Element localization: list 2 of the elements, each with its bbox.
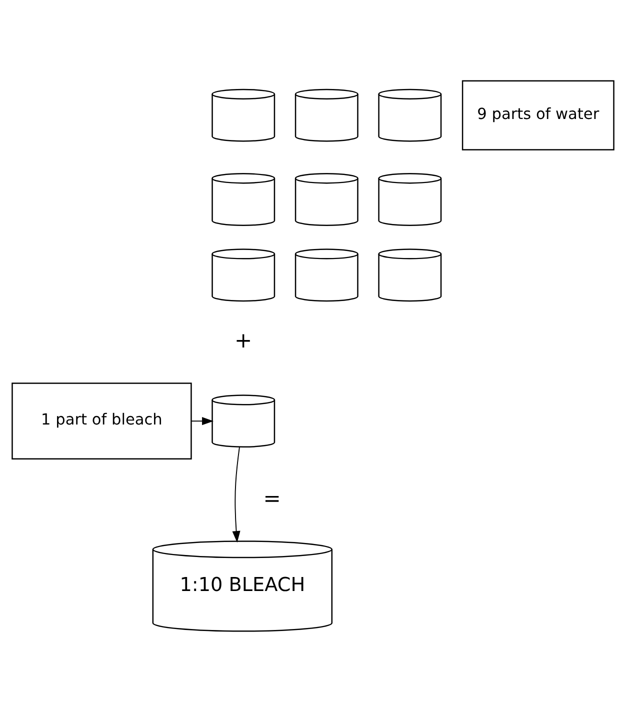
label: = bbox=[263, 485, 281, 510]
label: + bbox=[234, 327, 252, 352]
